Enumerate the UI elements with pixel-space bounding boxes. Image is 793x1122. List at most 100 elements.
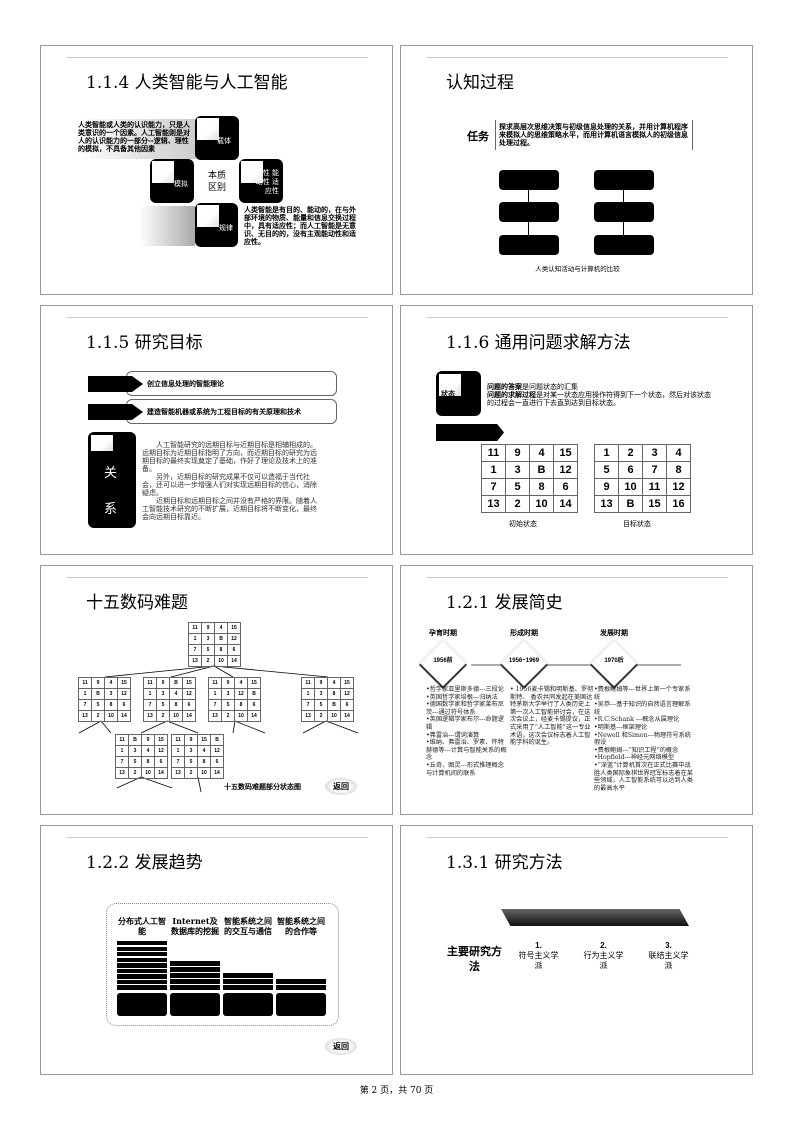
- puzzle-cell: 3: [104, 688, 118, 700]
- trend-bar-stripe: [276, 985, 326, 990]
- goal-state-label: 目标状态: [623, 520, 651, 528]
- period-date: 1956~1969: [508, 658, 540, 664]
- relation-box: 关 系: [88, 432, 136, 528]
- trend-bar-stripe: [117, 941, 167, 946]
- trend-bar-stripe: [276, 979, 326, 984]
- puzzle-cell: 12: [210, 745, 224, 757]
- puzzle-cell: 8: [234, 699, 248, 711]
- puzzle-cell: 4: [104, 677, 118, 689]
- puzzle-cell: 11: [208, 677, 222, 689]
- puzzle-cell: 5: [156, 699, 170, 711]
- method-label: 联结主义学派: [648, 951, 689, 970]
- puzzle-cell: 7: [143, 699, 157, 711]
- puzzle-cell: 8: [104, 699, 118, 711]
- period-name: 孕育时期: [429, 628, 457, 637]
- puzzle-cell: 9: [505, 444, 530, 462]
- puzzle-cell: 15: [197, 734, 211, 746]
- page-number: 第 2 页，共 70 页: [359, 1086, 434, 1096]
- tree-arrows: [78, 665, 359, 793]
- puzzle-cell: 12: [340, 688, 354, 700]
- law-box: 规律: [195, 203, 238, 247]
- method-banner: [501, 909, 689, 926]
- puzzle-cell: B: [327, 699, 341, 711]
- puzzle-cell: 2: [91, 710, 105, 722]
- human-intelligence-text: 人类智能或人类的认识能力，只是人类意识的一个因素。人工智能则是对人的认识能力的一…: [76, 119, 196, 159]
- puzzle-cell: 12: [234, 688, 248, 700]
- puzzle-cell: 13: [481, 495, 506, 513]
- puzzle-cell: 10: [169, 710, 183, 722]
- slide-title: 1.1.6 通用问题求解方法: [446, 333, 631, 353]
- puzzle-cell: B: [214, 633, 228, 645]
- puzzle-cell: 7: [171, 756, 185, 768]
- trend-bar-stripe: [170, 985, 220, 990]
- back-button[interactable]: 返回: [325, 778, 357, 795]
- puzzle-cell: 16: [666, 495, 691, 513]
- puzzle-cell: 6: [154, 756, 168, 768]
- puzzle-cell: 4: [529, 444, 554, 462]
- puzzle-cell: 5: [201, 644, 215, 656]
- puzzle-cell: 3: [128, 745, 142, 757]
- slide-history: 1.2.1 发展简史 孕育时期 1956前 •哲学家亚里斯多德---三段论 •英…: [400, 565, 753, 815]
- trend-bar-stripe: [170, 967, 220, 972]
- puzzle-cell: 5: [594, 461, 619, 479]
- puzzle-cell: B: [91, 688, 105, 700]
- puzzle-cell: 7: [301, 699, 315, 711]
- method-item: 2.行为主义学派: [581, 941, 626, 971]
- puzzle-cell: 13: [594, 495, 619, 513]
- puzzle-cell: 14: [340, 710, 354, 722]
- trend-bar-stripe: [117, 946, 167, 951]
- puzzle-cell: 14: [210, 767, 224, 779]
- puzzle-cell: 13: [188, 655, 202, 667]
- period-events: •费根鲍姆等---世界上第一个专家系统 •吴恭---基于知识的自然语言理解系统 …: [594, 686, 693, 792]
- puzzle-cell: 3: [642, 444, 667, 462]
- puzzle-cell: 4: [169, 688, 183, 700]
- main-methods-label: 主要研究方法: [447, 945, 502, 973]
- puzzle-cell: 3: [201, 633, 215, 645]
- puzzle-cell: 14: [117, 710, 131, 722]
- trend-bar-stripe: [117, 957, 167, 962]
- trend-bar-stripe: [117, 952, 167, 957]
- puzzle-cell: 12: [553, 461, 578, 479]
- puzzle-cell: 6: [553, 478, 578, 496]
- period-diamond: [499, 640, 549, 690]
- adaptivity-box: 动性 能动性 适应性: [239, 159, 283, 203]
- puzzle-cell: 11: [78, 677, 92, 689]
- slide-title: 1.3.1 研究方法: [446, 853, 563, 873]
- puzzle-cell: 12: [117, 688, 131, 700]
- slide-human-vs-ai: 1.1.4 人类智能与人工智能 人类智能或人类的认识能力，只是人类意识的一个因素…: [40, 45, 393, 295]
- back-button[interactable]: 返回: [325, 1038, 357, 1055]
- puzzle-cell: 10: [214, 655, 228, 667]
- period-date: 1956前: [433, 658, 453, 664]
- slide-research-goals: 1.1.5 研究目标 创立信息处理的智能理论 建造智能机器或系统为工程目标的有关…: [40, 305, 393, 555]
- puzzle-cell: 8: [141, 756, 155, 768]
- puzzle-cell: 13: [115, 767, 129, 779]
- puzzle-cell: 14: [154, 767, 168, 779]
- essential-difference: 本质区别: [207, 171, 226, 193]
- trend-bar-stripe: [117, 985, 167, 990]
- trend-label: 智能系统之间的交互与通信: [224, 916, 272, 936]
- slide-title: 1.1.4 人类智能与人工智能: [86, 73, 288, 93]
- puzzle-cell: 14: [227, 655, 241, 667]
- puzzle-cell: 5: [184, 756, 198, 768]
- puzzle-cell: 12: [227, 633, 241, 645]
- slide-title: 1.2.2 发展趋势: [86, 853, 203, 873]
- puzzle-cell: 14: [247, 710, 261, 722]
- puzzle-cell: 4: [214, 622, 228, 634]
- puzzle-cell: 12: [182, 688, 196, 700]
- puzzle-cell: 1: [188, 633, 202, 645]
- puzzle-cell: 9: [156, 677, 170, 689]
- trend-bar-stripe: [117, 963, 167, 968]
- puzzle-cell: 5: [505, 478, 530, 496]
- method-number: 1.: [535, 941, 542, 950]
- puzzle-cell: 4: [666, 444, 691, 462]
- period-date: 1970后: [604, 658, 624, 664]
- puzzle-cell: 10: [104, 710, 118, 722]
- method-label: 行为主义学派: [583, 951, 624, 970]
